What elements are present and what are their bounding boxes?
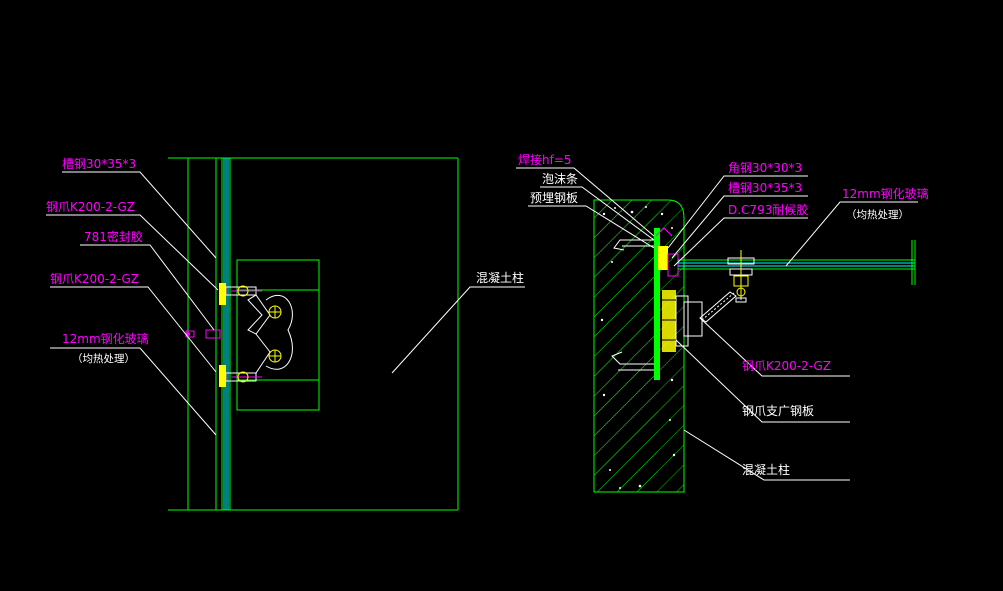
label-left-column: 混凝土柱 <box>476 270 524 285</box>
right-column-inner-fill <box>594 200 658 492</box>
label-right-claw-support-plate: 钢爪支广钢板 <box>742 404 814 418</box>
label-right-column: 混凝土柱 <box>742 462 790 477</box>
label-left-claw-top: 钢爪K200-2-GZ <box>46 200 135 214</box>
right-spider-arm <box>699 291 737 323</box>
right-leader-lines <box>516 167 918 481</box>
label-right-channel-steel: 槽钢30*35*3 <box>728 181 802 195</box>
left-claw-fitting <box>185 283 293 387</box>
left-glass-edge-lines <box>215 158 231 510</box>
label-right-claw: 钢爪K200-2-GZ <box>742 359 831 373</box>
label-right-foam-strip: 泡沫条 <box>542 172 578 186</box>
label-right-weld: 焊接hf=5 <box>518 152 572 167</box>
right-claw-bolt <box>727 250 755 303</box>
left-glass-cyan-lines <box>223 158 229 510</box>
label-right-glass: 12mm钢化玻璃 <box>842 187 929 201</box>
right-embedded-plate <box>654 228 660 380</box>
left-elevation-view: 槽钢30*35*3 钢爪K200-2-GZ 781密封胶 钢爪K200-2-GZ… <box>46 157 525 511</box>
label-left-sealant: 781密封胶 <box>84 229 143 244</box>
left-leader-lines <box>46 171 525 436</box>
label-left-glass: 12mm钢化玻璃 <box>62 332 149 346</box>
label-left-glass-note: （均热处理） <box>72 352 135 365</box>
label-right-embedded-plate: 预埋钢板 <box>530 191 578 205</box>
left-column-outline <box>168 157 459 511</box>
label-right-glass-note: （均热处理） <box>846 208 909 221</box>
label-right-angle-steel: 角钢30*30*3 <box>728 161 802 175</box>
right-claw-support-plate <box>662 290 676 352</box>
label-left-claw-mid: 钢爪K200-2-GZ <box>50 272 139 286</box>
left-claw-plate-outline <box>236 259 320 411</box>
label-left-channel-steel: 槽钢30*35*3 <box>62 157 136 171</box>
right-channel-steel <box>667 253 679 277</box>
right-glass-panel <box>678 240 916 285</box>
right-concrete-aggregate <box>600 206 676 489</box>
right-angle-steel <box>658 246 668 270</box>
right-anchor-bars <box>611 239 654 371</box>
right-weld-mark <box>655 227 673 237</box>
right-section-view: 焊接hf=5 泡沫条 预埋钢板 角钢30*30*3 槽钢30*35*3 D.C7… <box>516 152 929 493</box>
label-right-weather-sealant: D.C793耐候胶 <box>728 202 808 217</box>
